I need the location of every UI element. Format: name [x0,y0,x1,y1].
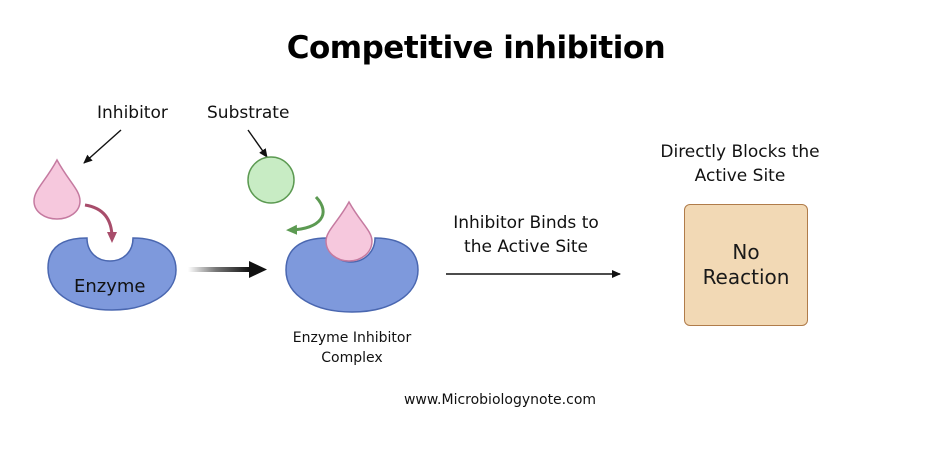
enzyme-label: Enzyme [74,276,146,297]
result-label: Directly Blocks the Active Site [650,140,830,188]
substrate-label: Substrate [207,103,290,123]
substrate-blocked-arrow [286,195,325,235]
reaction-arrow [188,261,267,278]
complex-label-line1: Enzyme Inhibitor [292,330,412,346]
enzyme-shape [47,237,177,311]
inhibitor-drop-icon [33,158,81,220]
step-label-line1: Inhibitor Binds to [453,213,599,233]
result-label-line1: Directly Blocks the [660,142,820,162]
no-reaction-line1: No [732,240,760,264]
inhibitor-binding-arrow [84,203,117,243]
no-reaction-line2: Reaction [702,265,790,289]
step-label: Inhibitor Binds to the Active Site [436,211,616,259]
no-reaction-box: No Reaction [684,204,808,326]
step-label-line2: the Active Site [464,237,588,257]
substrate-pointer-arrow [247,129,268,158]
complex-label-line2: Complex [321,350,383,366]
bound-inhibitor-drop-icon [325,200,373,262]
source-credit: www.Microbiologynote.com [403,392,597,408]
inhibitor-label: Inhibitor [97,103,168,123]
substrate-circle-icon [247,156,295,204]
inhibitor-pointer-arrow [83,129,122,164]
result-label-line2: Active Site [694,166,786,186]
complex-label: Enzyme Inhibitor Complex [282,328,422,368]
diagram-title: Competitive inhibition [286,30,666,66]
